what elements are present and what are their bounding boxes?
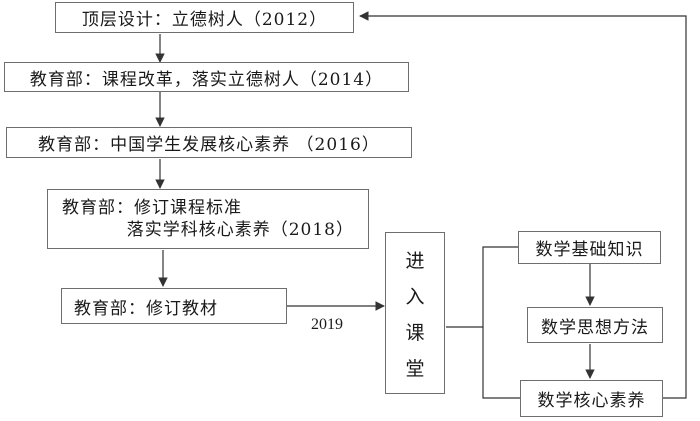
node-math-thinking-label: 数学思想方法: [541, 317, 649, 338]
node-math-thinking: 数学思想方法: [527, 307, 663, 343]
node-core-literacy: 教育部：中国学生发展核心素养 （2016）: [6, 127, 412, 158]
node-revise-textbooks: 教育部：修订教材: [61, 288, 287, 324]
node-revise-standards-line2: 落实学科核心素养（2018）: [126, 220, 354, 240]
classroom-char-4: 堂: [405, 357, 425, 380]
classroom-char-3: 课: [405, 321, 425, 344]
node-top-design-label: 顶层设计：立德树人（2012）: [81, 10, 328, 30]
node-into-classroom: 进 入 课 堂: [385, 232, 445, 394]
node-curriculum-reform-label: 教育部：课程改革，落实立德树人（2014）: [29, 69, 384, 90]
node-curriculum-reform: 教育部：课程改革，落实立德树人（2014）: [4, 62, 409, 92]
node-top-design: 顶层设计：立德树人（2012）: [55, 2, 354, 33]
classroom-char-2: 入: [405, 285, 425, 308]
node-math-basics: 数学基础知识: [518, 231, 661, 264]
node-revise-standards-line1: 教育部：修订课程标准: [62, 198, 242, 218]
line-branch-to-literacy: [482, 327, 520, 399]
node-revise-textbooks-label: 教育部：修订教材: [74, 298, 218, 319]
node-math-literacy: 数学核心素养: [520, 380, 663, 417]
year-label: 2019: [311, 316, 343, 333]
node-core-literacy-label: 教育部：中国学生发展核心素养 （2016）: [38, 135, 380, 155]
line-classroom-to-branches: [446, 246, 518, 328]
classroom-char-1: 进: [405, 249, 425, 272]
node-math-basics-label: 数学基础知识: [535, 240, 644, 260]
node-math-literacy-label: 数学核心素养: [537, 391, 646, 411]
node-revise-standards: 教育部：修订课程标准 落实学科核心素养（2018）: [47, 189, 369, 249]
feedback-arrow-line: [359, 11, 687, 399]
